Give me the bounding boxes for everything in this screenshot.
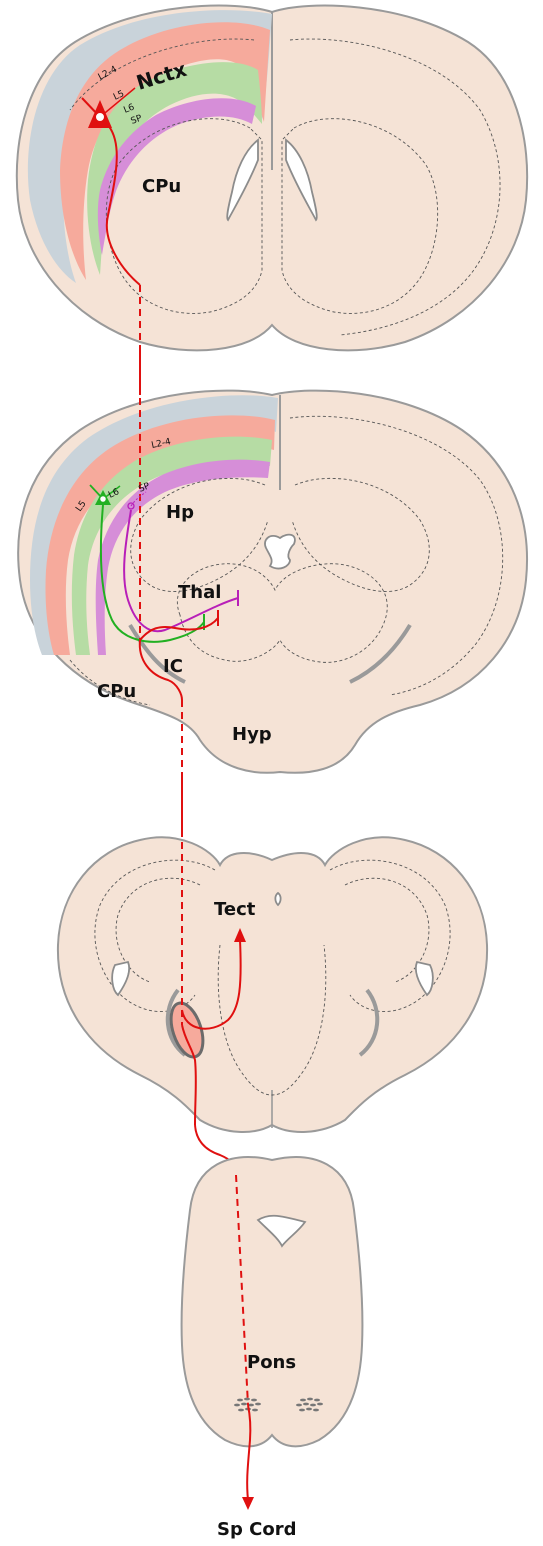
aqueduct-s3	[275, 893, 280, 905]
section-4-pons: Pons	[182, 1157, 363, 1446]
section-4-outline	[182, 1157, 363, 1446]
label-hp: Hp	[166, 502, 194, 523]
section-1-forebrain: L2-4 L5 L6 SP Nctx CPu	[17, 6, 527, 351]
label-sp-cord: Sp Cord	[217, 1519, 296, 1540]
label-cpu-s2: CPu	[97, 681, 136, 702]
label-cpu-s1: CPu	[142, 176, 181, 197]
label-hyp: Hyp	[232, 724, 272, 745]
arrowhead-icon	[242, 1497, 254, 1510]
label-thal: Thal	[178, 582, 221, 603]
section-3-midbrain: Tect	[58, 830, 487, 1132]
label-ic: IC	[163, 656, 183, 677]
label-pons: Pons	[247, 1352, 296, 1373]
section-2-diencephalon: L2-4 L5 L6 SP Hp Thal IC CPu Hyp	[18, 391, 527, 775]
label-tect: Tect	[214, 899, 256, 920]
